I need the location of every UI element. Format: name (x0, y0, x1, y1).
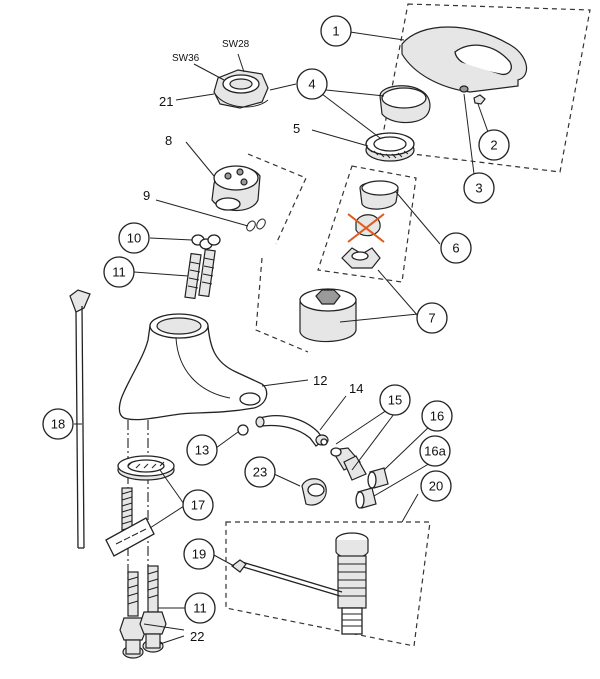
part-label-5: 5 (293, 121, 300, 136)
threaded-ring-part (365, 132, 415, 162)
callout-16-label: 16 (430, 409, 444, 424)
lever-handle-part (379, 3, 591, 173)
part-label-9: 9 (143, 188, 150, 203)
callout-1: 1 (320, 15, 352, 47)
callout-15: 15 (379, 384, 411, 416)
fitting-16a-part (355, 487, 377, 509)
callout-20-label: 20 (429, 479, 443, 494)
hex-nut-part (213, 69, 269, 109)
callout-19-label: 19 (192, 547, 206, 562)
callout-11-bottom-label: 11 (193, 601, 207, 616)
callout-1-label: 1 (332, 24, 339, 39)
callout-18-label: 18 (51, 417, 65, 432)
leader-lines (74, 31, 489, 645)
pop-up-waste-part (225, 521, 431, 647)
callout-11-top-label: 11 (112, 265, 126, 280)
part-label-21: 21 (159, 94, 173, 109)
callout-18: 18 (42, 408, 74, 440)
compression-nuts-part (119, 611, 167, 659)
callout-2: 2 (478, 129, 510, 161)
part-label-8: 8 (165, 133, 172, 148)
callout-16a: 16a (419, 435, 451, 467)
chrome-ring-part (379, 85, 431, 124)
callout-17-label: 17 (191, 498, 205, 513)
callout-4-label: 4 (308, 77, 315, 92)
o-rings-part (191, 234, 221, 250)
callout-6-label: 6 (452, 241, 459, 256)
part-label-22: 22 (190, 629, 204, 644)
wrench-size-sw36: SW36 (172, 53, 200, 64)
callout-16a-label: 16a (424, 444, 446, 459)
callout-2-label: 2 (490, 138, 497, 153)
pipe-part (255, 415, 329, 447)
threaded-stud-part (105, 487, 155, 557)
ceramic-cartridge-part (255, 257, 357, 353)
flex-hoses-top-part (184, 248, 216, 300)
callout-11-top: 11 (103, 256, 135, 288)
callout-15-label: 15 (388, 393, 402, 408)
part-label-14: 14 (349, 381, 363, 396)
callout-7: 7 (416, 302, 448, 334)
callout-6: 6 (440, 232, 472, 264)
callout-13-label: 13 (195, 443, 209, 458)
callout-10: 10 (118, 222, 150, 254)
callout-19: 19 (183, 538, 215, 570)
callout-10-label: 10 (127, 231, 141, 246)
retaining-clip-part (246, 218, 266, 232)
tap-body-part (118, 313, 268, 421)
callout-3: 3 (463, 172, 495, 204)
callout-23: 23 (244, 456, 276, 488)
callout-7-label: 7 (428, 311, 435, 326)
callout-16: 16 (421, 400, 453, 432)
temperature-limiter-group (317, 165, 417, 283)
stopper-part (301, 478, 327, 506)
flex-hoses-bottom-part (127, 565, 159, 617)
callout-23-label: 23 (253, 465, 267, 480)
callout-3-label: 3 (475, 181, 482, 196)
mounting-flange-part (117, 455, 175, 481)
rod-clip-part (231, 559, 247, 573)
callout-17: 17 (182, 489, 214, 521)
callout-11-bottom: 11 (184, 592, 216, 624)
pop-up-rod-part (69, 289, 91, 549)
fitting-16-part (367, 467, 389, 489)
callout-20: 20 (420, 470, 452, 502)
callout-13: 13 (186, 434, 218, 466)
wrench-size-sw28: SW28 (222, 39, 250, 50)
cartridge-body-part (211, 153, 307, 245)
union-connector-part (320, 438, 367, 481)
cover-cap-part (473, 94, 486, 105)
grub-screw-part (459, 85, 469, 93)
callout-4: 4 (296, 68, 328, 100)
part-label-12: 12 (313, 373, 327, 388)
small-o-ring-part (237, 424, 249, 436)
